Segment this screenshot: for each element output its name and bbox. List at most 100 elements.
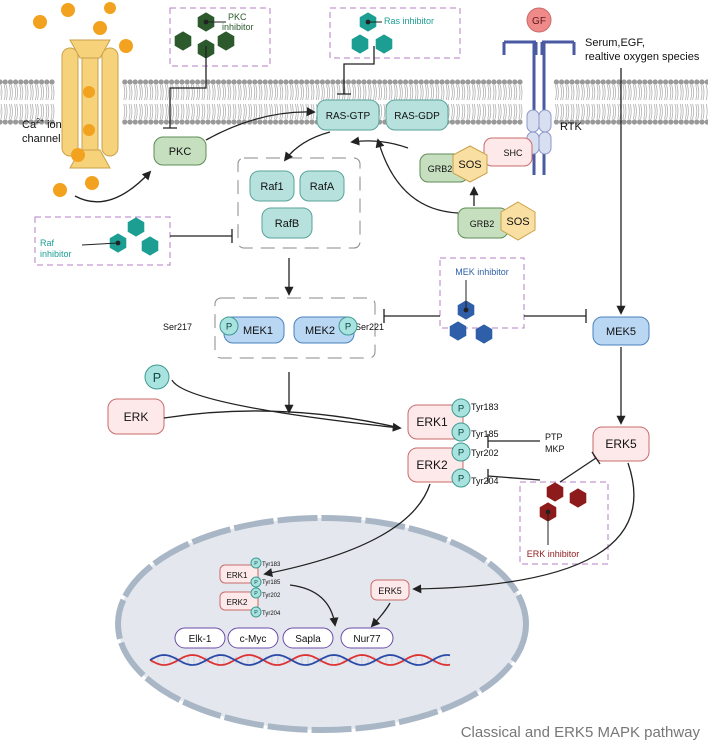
pin-dot [545, 509, 551, 515]
lipid-tail [414, 84, 417, 101]
lipid-head [231, 79, 237, 85]
erk5-label: ERK5 [605, 437, 637, 451]
mek-group: MEK1 MEK2 [214, 297, 376, 359]
lipid-head [7, 79, 13, 85]
lipid-head [392, 79, 398, 85]
lipid-tail [165, 84, 167, 101]
inhibit-mek5 [524, 309, 587, 323]
lipid-head [309, 79, 315, 85]
sapla-label: Sapla [295, 634, 321, 645]
lipid-tail [643, 84, 646, 101]
lipid-tail [326, 84, 328, 101]
inhibitor-molecule-icon [475, 324, 493, 344]
lipid-tail [581, 103, 583, 120]
inhibit-ptp [487, 434, 540, 448]
lipid-head [189, 79, 195, 85]
lipid-tail [42, 103, 44, 120]
nuclear-tyr204-label: Tyr204 [262, 611, 281, 617]
lipid-tail [312, 84, 315, 101]
lipid-head [39, 119, 45, 125]
lipid-head [122, 79, 128, 85]
lipid-tail [390, 84, 393, 101]
lipid-tail [674, 103, 677, 120]
lipid-tail [40, 103, 42, 120]
lipid-head [403, 79, 409, 85]
lipid-tail [243, 103, 245, 120]
inhibit-raf [170, 229, 233, 243]
lipid-tail [3, 84, 6, 101]
pin-dot [365, 19, 371, 25]
lipid-tail [191, 84, 193, 101]
lipid-head [496, 119, 502, 125]
lipid-tail [167, 103, 169, 120]
raf-inhibitor-label: Raf [40, 238, 55, 248]
lipid-head [340, 79, 346, 85]
lipid-tail [305, 84, 308, 101]
lipid-tail [201, 103, 204, 120]
arrow-sos-to-ras [375, 138, 459, 214]
calcium-ion [83, 86, 95, 98]
lipid-tail [640, 84, 642, 101]
lipid-tail [295, 84, 297, 101]
lipid-head [273, 119, 279, 125]
lipid-tail [21, 84, 24, 101]
lipid-tail [144, 84, 146, 101]
raf1 [249, 170, 295, 202]
inhibit-erk12 [487, 469, 541, 483]
lipid-tail [146, 103, 148, 120]
lipid-tail [310, 84, 313, 101]
lipid-head [423, 79, 429, 85]
lipid-head [652, 119, 658, 125]
lipid-head [564, 79, 570, 85]
lipid-head [699, 119, 705, 125]
lipid-tail [203, 103, 206, 120]
lipid-tail [503, 103, 505, 120]
nuclear-tyr183-label: Tyr183 [262, 562, 281, 568]
arrow-pkc-to-rasgtp [205, 107, 316, 141]
lipid-tail [555, 84, 557, 101]
lipid-head [579, 79, 586, 85]
lipid-head [486, 119, 492, 125]
lipid-head [267, 119, 273, 125]
lipid-tail [593, 84, 596, 101]
transcription-factor-cmyc: c-Myc [227, 627, 279, 649]
lipid-head [319, 79, 325, 85]
phosphate-label: P [458, 448, 464, 459]
lipid-tail [508, 84, 510, 101]
lipid-head [496, 79, 502, 85]
lipid-tail [477, 103, 479, 120]
ser221-label: Ser221 [355, 322, 384, 332]
lipid-head [621, 79, 627, 85]
lipid-tail [52, 103, 55, 120]
lipid-tail [279, 84, 282, 101]
transcription-factor-nur77: Nur77 [340, 627, 394, 649]
lipid-tail [659, 103, 661, 120]
lipid-tail [596, 103, 599, 120]
sos-cytosol: SOS [500, 201, 536, 241]
erk-inhibitor-label: ERK inhibitor [527, 549, 580, 559]
shc: SHC [483, 137, 533, 167]
grb2-label: GRB2 [428, 164, 453, 174]
lipid-tail [232, 103, 235, 120]
lipid-tail [591, 84, 594, 101]
lipid-tail [451, 84, 453, 101]
lipid-tail [364, 84, 367, 101]
ras-gdp-label: RAS-GDP [394, 111, 440, 122]
pin-dot [115, 240, 121, 246]
ras-gtp-label: RAS-GTP [326, 111, 371, 122]
lipid-tail [513, 84, 516, 101]
lipid-head [169, 79, 175, 85]
lipid-tail [161, 103, 164, 120]
lipid-head [382, 79, 388, 85]
lipid-tail [393, 84, 396, 101]
gf-label: GF [532, 16, 546, 27]
inhibitor-molecule-icon [141, 236, 159, 256]
lipid-tail [671, 103, 674, 120]
lipid-tail [198, 84, 200, 101]
arrow-erk2-to-nucleus [263, 483, 431, 578]
lipid-head [590, 119, 596, 125]
phosphate-label: P [226, 322, 232, 333]
arrow-nuclear-erk5-to-tf [370, 602, 391, 628]
lipid-head [205, 79, 211, 85]
lipid-head [475, 119, 481, 125]
